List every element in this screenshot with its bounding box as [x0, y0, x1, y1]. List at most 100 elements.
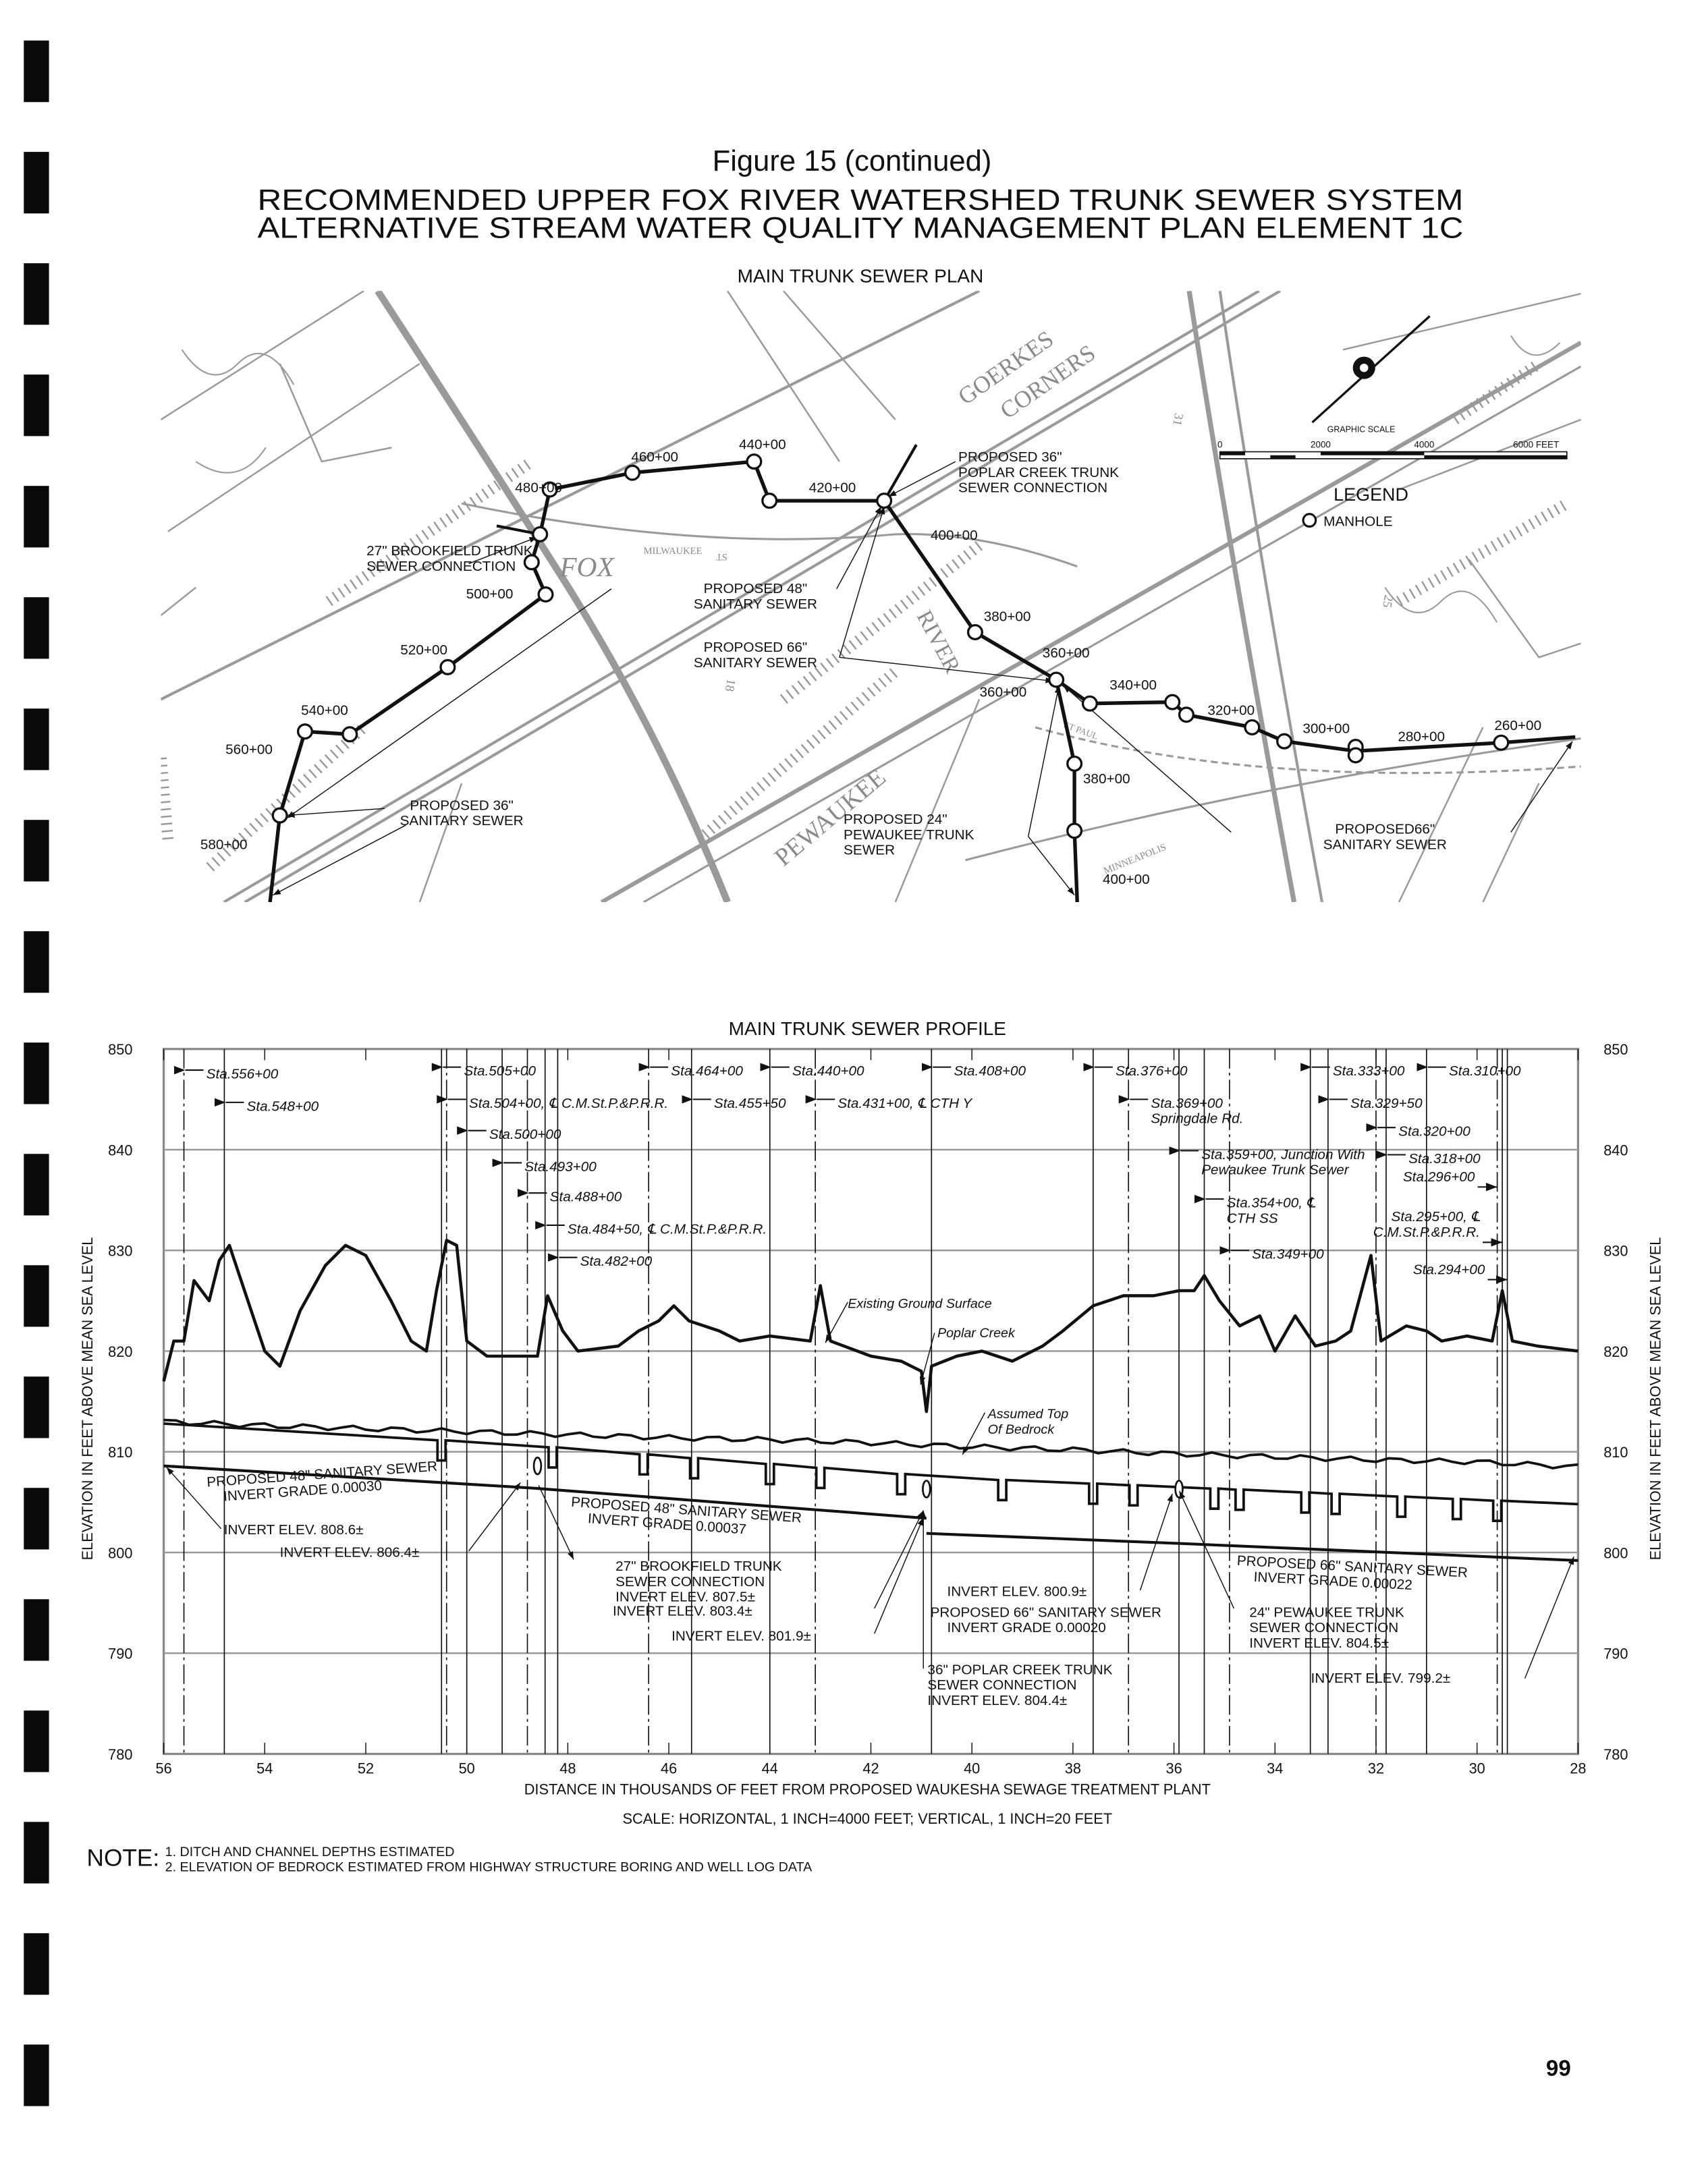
chart-title: MAIN TRUNK SEWER PROFILE — [729, 1018, 1006, 1039]
x-tick-label: 42 — [862, 1760, 879, 1777]
binding-hole — [24, 1265, 49, 1327]
leader-line — [836, 506, 882, 590]
station-label: 520+00 — [400, 642, 447, 658]
station-label: Sta.464+00 — [671, 1063, 743, 1079]
map-callout-text: PEWAUKEE TRUNK — [844, 827, 974, 843]
manhole-icon — [541, 481, 558, 498]
station-label: 440+00 — [739, 437, 786, 452]
leader-line — [538, 1485, 574, 1560]
leader-line — [272, 824, 406, 896]
map-callout-text: POPLAR CREEK TRUNK — [958, 465, 1119, 480]
y-tick-label-left: 810 — [108, 1444, 132, 1461]
y-tick-label-left: 830 — [108, 1243, 132, 1260]
profile-annotation: INVERT ELEV. 804.4± — [927, 1693, 1067, 1708]
note-item: 2. ELEVATION OF BEDROCK ESTIMATED FROM H… — [165, 1860, 813, 1875]
profile-annotation: INVERT ELEV. 808.6± — [224, 1522, 364, 1538]
map-callout-text: SANITARY SEWER — [400, 813, 524, 829]
binding-hole — [24, 820, 49, 882]
x-tick-label: 50 — [459, 1760, 475, 1777]
profile-annotation: SEWER CONNECTION — [1249, 1620, 1398, 1635]
binding-hole — [24, 931, 49, 993]
x-tick-label: 54 — [256, 1760, 273, 1777]
manhole-icon — [1493, 734, 1510, 751]
y-tick-label-right: 790 — [1603, 1646, 1628, 1662]
x-tick-label: 44 — [762, 1760, 778, 1777]
y-tick-label-right: 780 — [1603, 1746, 1628, 1763]
manhole-icon — [1066, 755, 1083, 772]
station-label: 300+00 — [1302, 721, 1350, 736]
binding-hole — [24, 1376, 49, 1438]
leader-line — [468, 536, 538, 565]
y-tick-label-right: 800 — [1603, 1544, 1628, 1561]
map-callout-text: SEWER CONNECTION — [366, 559, 516, 574]
x-tick-label: 34 — [1267, 1760, 1283, 1777]
station-label: Sta.318+00 — [1408, 1151, 1481, 1167]
manhole-icon — [341, 726, 358, 743]
station-label: Sta.333+00 — [1333, 1063, 1405, 1079]
sewer-route: 580+00560+00540+00520+00500+00480+00460+… — [200, 437, 1576, 903]
leader-line — [874, 1510, 924, 1609]
station-label: Sta.408+00 — [954, 1063, 1026, 1079]
y-tick-label-left: 780 — [108, 1746, 132, 1763]
manhole-icon — [1081, 695, 1098, 712]
station-label: 400+00 — [1103, 872, 1150, 887]
profile-annotation: 36" POPLAR CREEK TRUNK — [927, 1662, 1112, 1677]
sewer-crown-line — [163, 1422, 1578, 1522]
station-label: 380+00 — [1083, 771, 1130, 787]
station-label: 480+00 — [515, 480, 562, 496]
station-label: Pewaukee Trunk Sewer — [1201, 1163, 1350, 1178]
leader-line — [166, 1467, 222, 1530]
x-axis-label: DISTANCE IN THOUSANDS OF FEET FROM PROPO… — [524, 1781, 1211, 1798]
poplar-creek-connection-line — [883, 444, 918, 502]
station-label: 280+00 — [1398, 729, 1445, 745]
map-base-roads — [161, 291, 1581, 903]
station-label: Sta.484+50, ℄ C.M.St.P.&P.R.R. — [568, 1221, 767, 1237]
manhole-icon — [1302, 513, 1317, 528]
binding-hole — [24, 152, 49, 214]
y-axis-label-right: ELEVATION IN FEET ABOVE MEAN SEA LEVEL — [1647, 1237, 1664, 1561]
station-label: Springdale Rd. — [1151, 1111, 1243, 1127]
station-label: 560+00 — [225, 741, 273, 757]
y-tick-label-right: 820 — [1603, 1343, 1628, 1360]
x-tick-label: 38 — [1065, 1760, 1081, 1777]
map-place-label: FOX — [559, 551, 615, 582]
station-label: Sta.431+00, ℄ CTH Y — [837, 1096, 973, 1111]
binding-hole — [24, 1933, 49, 1995]
map-callout-text: SANITARY SEWER — [1323, 837, 1447, 852]
station-label: 500+00 — [466, 586, 514, 602]
station-label: 540+00 — [301, 702, 348, 718]
manhole-icon — [537, 586, 554, 603]
notes-label: NOTE: — [87, 1845, 160, 1871]
map-callout-text: SEWER CONNECTION — [958, 480, 1107, 496]
binding-hole — [24, 1822, 49, 1884]
manhole-icon — [1066, 822, 1083, 839]
binding-hole — [24, 1599, 49, 1661]
station-label: Sta.493+00 — [524, 1159, 597, 1175]
binding-hole — [24, 2044, 49, 2106]
x-tick-label: 32 — [1368, 1760, 1384, 1777]
manhole-icon — [1244, 719, 1261, 735]
station-label: Sta.310+00 — [1449, 1063, 1521, 1079]
leader-line — [1028, 836, 1075, 896]
manhole-icon — [1178, 706, 1194, 723]
x-tick-label: 52 — [358, 1760, 374, 1777]
leader-line — [825, 1301, 848, 1343]
station-label: Sta.376+00 — [1116, 1063, 1188, 1079]
map-callout-text: SEWER — [844, 843, 895, 858]
leader-line — [286, 808, 385, 818]
y-axis-label-left: ELEVATION IN FEET ABOVE MEAN SEA LEVEL — [79, 1237, 96, 1561]
profile-annotation: SEWER CONNECTION — [927, 1677, 1076, 1693]
legend: LEGEND MANHOLE — [1302, 484, 1408, 529]
manhole-icon — [624, 464, 641, 481]
station-label: Sta.359+00, Junction With — [1201, 1147, 1365, 1163]
profile-annotation: Poplar Creek — [937, 1326, 1016, 1341]
binding-hole — [24, 1042, 49, 1104]
manhole-icon — [966, 623, 983, 641]
leader-line — [888, 461, 956, 497]
leader-line — [919, 1333, 935, 1385]
binding-hole — [24, 708, 49, 771]
bedrock-line — [163, 1418, 1578, 1469]
